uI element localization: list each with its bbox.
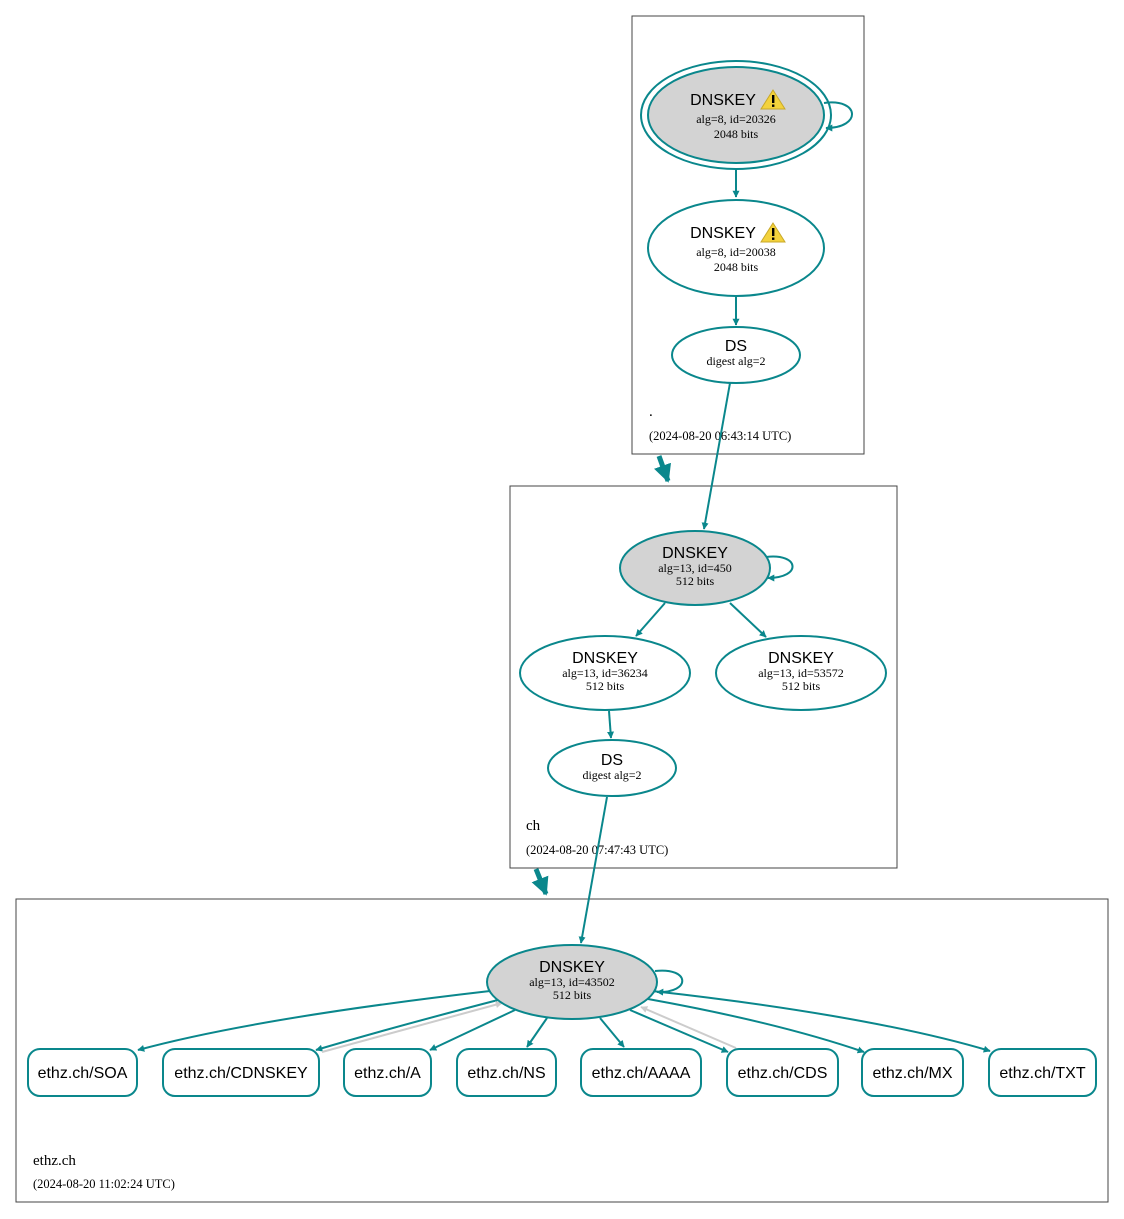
ethz-key-to-a-edge: [429, 1009, 516, 1051]
zone-root-name: .: [649, 404, 653, 420]
ch-zsk-36234-node[interactable]: DNSKEY alg=13, id=36234 512 bits: [519, 635, 691, 711]
rrset-cdnskey[interactable]: ethz.ch/CDNSKEY: [162, 1048, 320, 1097]
rrset-soa[interactable]: ethz.ch/SOA: [27, 1048, 138, 1097]
root-ksk-title: DNSKEY: [690, 92, 756, 109]
rrset-txt[interactable]: ethz.ch/TXT: [988, 1048, 1097, 1097]
ch-ksk-to-zsk1-edge: [635, 602, 666, 637]
rrset-mx-label: ethz.ch/MX: [872, 1065, 952, 1082]
ch-ksk-alg: alg=13, id=450: [658, 561, 732, 575]
ch-zsk2-bits: 512 bits: [782, 679, 821, 693]
root-zsk-title: DNSKEY: [690, 225, 756, 242]
rrset-aaaa[interactable]: ethz.ch/AAAA: [580, 1048, 702, 1097]
ch-zsk1-alg: alg=13, id=36234: [562, 666, 648, 680]
root-ksk-self-edge: [823, 101, 853, 132]
ch-zsk-53572-node[interactable]: DNSKEY alg=13, id=53572 512 bits: [715, 635, 887, 711]
ethz-key-node[interactable]: DNSKEY alg=13, id=43502 512 bits: [486, 944, 658, 1020]
ch-zsk1-bits: 512 bits: [586, 679, 625, 693]
ethz-key-title: DNSKEY: [539, 959, 605, 976]
ethz-key-bits: 512 bits: [553, 988, 592, 1002]
ethz-key-to-ns-edge: [526, 1017, 548, 1048]
root-zsk-bits: 2048 bits: [714, 260, 759, 274]
zone-ethz-timestamp: (2024-08-20 11:02:24 UTC): [33, 1177, 175, 1191]
ch-ds-title: DS: [601, 752, 623, 769]
ch-zsk2-title: DNSKEY: [768, 650, 834, 667]
root-ds-title: DS: [725, 338, 747, 355]
ch-ksk-title: DNSKEY: [662, 545, 728, 562]
root-ds-node[interactable]: DS digest alg=2: [671, 326, 801, 384]
root-zsk-alg: alg=8, id=20038: [696, 245, 776, 259]
ch-ds-node[interactable]: DS digest alg=2: [547, 739, 677, 797]
rrset-txt-label: ethz.ch/TXT: [999, 1065, 1085, 1082]
ethz-key-to-mx-edge: [647, 998, 865, 1054]
root-ksk-node[interactable]: DNSKEY alg=8, id=20326 2048 bits: [640, 60, 832, 170]
zone-ethz-name: ethz.ch: [33, 1153, 76, 1169]
rrset-a[interactable]: ethz.ch/A: [343, 1048, 432, 1097]
ch-ksk-self-edge: [765, 555, 794, 582]
ch-zsk2-alg: alg=13, id=53572: [758, 666, 844, 680]
zone-root-box: [631, 15, 865, 455]
ch-zsk1-title: DNSKEY: [572, 650, 638, 667]
rrset-aaaa-label: ethz.ch/AAAA: [592, 1065, 691, 1082]
ch-ds-digest: digest alg=2: [582, 768, 641, 782]
delegation-root-ch-arrow: [654, 455, 671, 483]
warning-icon: [760, 89, 786, 110]
ch-ksk-to-zsk2-edge: [729, 602, 767, 638]
delegation-ch-ethz-arrow: [531, 868, 549, 896]
rrset-ns-label: ethz.ch/NS: [467, 1065, 545, 1082]
ethz-key-alg: alg=13, id=43502: [529, 975, 615, 989]
ch-ksk-bits: 512 bits: [676, 574, 715, 588]
ethz-key-self-edge: [654, 969, 684, 996]
zone-ch-name: ch: [526, 818, 541, 834]
ethz-key-to-cdnskey-edge: [315, 999, 499, 1052]
root-ds-to-ch-ksk-edge: [701, 382, 731, 530]
rrset-cdnskey-label: ethz.ch/CDNSKEY: [174, 1065, 308, 1082]
ch-ksk-node[interactable]: DNSKEY alg=13, id=450 512 bits: [619, 530, 771, 606]
cds-to-ethz-key-gray-edge: [640, 1006, 737, 1049]
root-ksk-alg: alg=8, id=20326: [696, 112, 776, 126]
root-ds-digest: digest alg=2: [706, 354, 765, 368]
cdnskey-to-ethz-key-gray-edge: [321, 1001, 503, 1053]
root-zsk-node[interactable]: DNSKEY alg=8, id=20038 2048 bits: [647, 199, 825, 297]
rrset-mx[interactable]: ethz.ch/MX: [861, 1048, 964, 1097]
rrset-soa-label: ethz.ch/SOA: [38, 1065, 128, 1082]
rrset-ns[interactable]: ethz.ch/NS: [456, 1048, 557, 1097]
root-ksk-bits: 2048 bits: [714, 127, 759, 141]
warning-icon: [760, 222, 786, 243]
rrset-cds[interactable]: ethz.ch/CDS: [726, 1048, 839, 1097]
rrset-cds-label: ethz.ch/CDS: [738, 1065, 828, 1082]
ethz-key-to-txt-edge: [651, 990, 991, 1053]
ch-ds-to-ethz-key-edge: [578, 796, 608, 944]
zone-ch-box: [509, 485, 898, 869]
ch-zsk1-to-ds-edge: [607, 710, 615, 739]
ethz-key-to-cds-edge: [629, 1009, 729, 1053]
ethz-key-to-soa-edge: [137, 990, 491, 1052]
rrset-a-label: ethz.ch/A: [354, 1065, 421, 1082]
zone-ethz-box: [15, 898, 1109, 1203]
ethz-key-to-aaaa-edge: [599, 1017, 625, 1048]
